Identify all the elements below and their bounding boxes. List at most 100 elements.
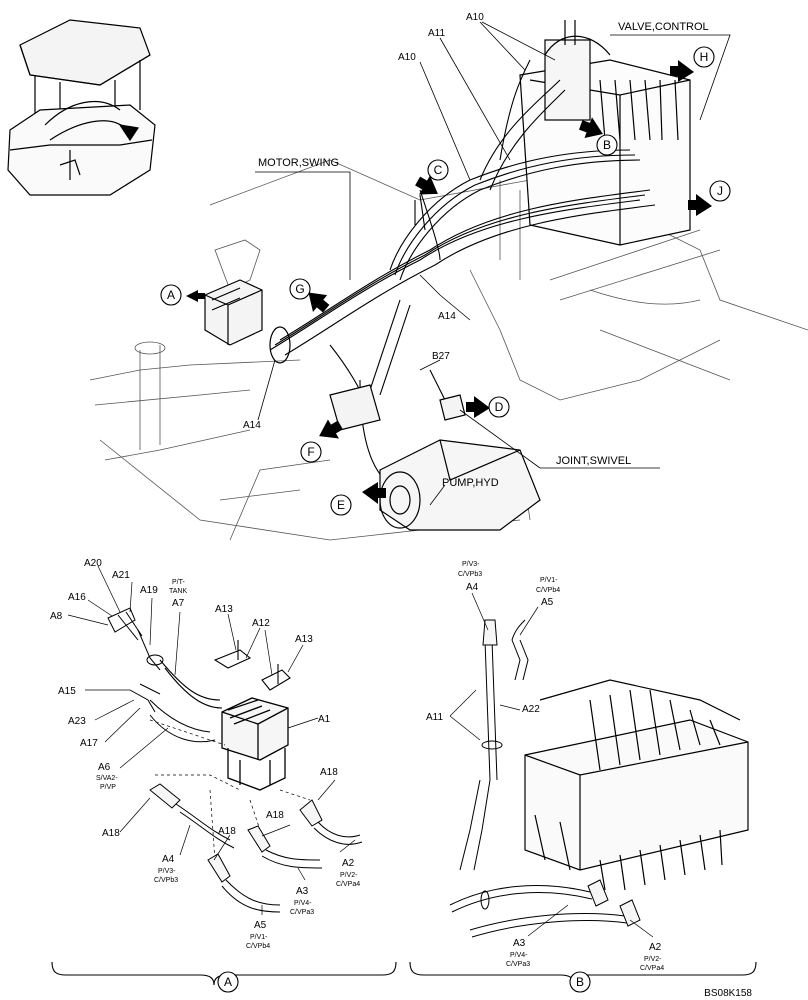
main-assembly-view (89, 20, 808, 541)
a-label-a1: A1 (318, 714, 331, 725)
a-label-a5: A5 (254, 920, 267, 931)
hose-a7 (159, 659, 221, 701)
b-label-a22: A22 (522, 704, 540, 715)
callout-letter-h: H (700, 50, 709, 64)
main-view-labels: A B C D E F G H J VALVE,CONTROL MOTOR,SW… (167, 12, 723, 512)
a-label-a7-desc-line1: P/T- (172, 579, 186, 586)
callout-letter-j: J (717, 184, 723, 198)
a-label-a2-desc-line1: P/V2- (340, 872, 358, 879)
a-label-a6-desc-line2: P/VP (100, 784, 116, 791)
hoses-a4-a5-b (459, 619, 529, 871)
fittings-a16-a21 (107, 607, 216, 743)
b-label-a2-desc-line2: C/VPa4 (640, 965, 664, 972)
a-label-a21: A21 (112, 570, 130, 581)
a-label-a20: A20 (84, 558, 102, 569)
a-label-a2: A2 (342, 858, 355, 869)
section-braces (51, 961, 757, 993)
a-label-a6-desc-line1: S/VA2- (96, 775, 118, 782)
callout-circle-c (427, 159, 449, 181)
b-label-a3-desc-line2: C/VPa3 (506, 961, 530, 968)
callout-letter-e: E (337, 498, 345, 512)
section-letter-a: A (224, 975, 232, 989)
b-label-a4-desc-line2: C/VPb3 (458, 571, 482, 578)
b-label-a5: A5 (541, 597, 554, 608)
label-valve-control: VALVE,CONTROL (618, 21, 709, 33)
a-label-a18-right: A18 (320, 767, 338, 778)
detail-a-leaders (67, 565, 356, 915)
a-label-a4: A4 (162, 854, 175, 865)
control-valve-block-b (524, 679, 749, 891)
brace-a (51, 961, 397, 986)
ref-a10-top: A10 (466, 12, 484, 23)
bracket-a13-right (261, 669, 291, 691)
bracket-a13-left (213, 649, 252, 669)
ref-a10-left: A10 (398, 52, 416, 63)
solenoid-valve-a1 (221, 697, 289, 791)
hose-bundle (269, 59, 656, 481)
callout-circle-j (709, 180, 731, 202)
section-circle-a (217, 971, 239, 993)
hoses-a3-a2-b (449, 879, 641, 938)
main-leader-lines (255, 21, 731, 506)
ref-b27: B27 (432, 351, 450, 362)
ref-a11: A11 (428, 28, 445, 39)
pump-hyd-body (329, 384, 541, 531)
b-label-a4-desc-line1: P/V3- (462, 561, 480, 568)
b-label-a5-desc-line2: C/VPb4 (536, 587, 560, 594)
diagram-id: BS08K158 (704, 988, 752, 999)
label-joint-swivel: JOINT,SWIVEL (556, 455, 631, 467)
a-label-a23: A23 (68, 716, 86, 727)
detail-b-labels: P/V3- C/VPb3 A4 P/V1- C/VPb4 A5 A11 A22 … (426, 561, 664, 972)
b-label-a3: A3 (513, 938, 526, 949)
callout-letter-g: G (295, 282, 304, 296)
label-pump-hyd: PUMP,HYD (442, 477, 499, 489)
a-label-a12: A12 (252, 618, 270, 629)
detail-a-view (67, 565, 363, 915)
ref-a14-center: A14 (438, 311, 456, 322)
a-label-a13-right: A13 (295, 634, 313, 645)
a-label-a16: A16 (68, 592, 86, 603)
callout-letter-c: C (434, 163, 443, 177)
a-label-a3: A3 (296, 886, 309, 897)
a-label-a19: A19 (140, 585, 158, 596)
a-label-a17: A17 (80, 738, 98, 749)
b-label-a2: A2 (649, 942, 662, 953)
a-label-a4-desc-line1: P/V3- (158, 868, 176, 875)
label-motor-swing: MOTOR,SWING (258, 157, 339, 169)
callout-arrows (186, 60, 712, 504)
callout-letter-b: B (603, 138, 611, 152)
b-label-a5-desc-line1: P/V1- (540, 577, 558, 584)
callout-circle-d (488, 396, 510, 418)
detail-b-leaders (449, 592, 654, 938)
a-label-a4-desc-line2: C/VPb3 (154, 877, 178, 884)
machine-locator-thumbnail (7, 19, 156, 196)
b-label-a2-desc-line1: P/V2- (644, 956, 662, 963)
callout-circles (160, 46, 731, 516)
b-label-a11: A11 (426, 712, 443, 723)
a-label-a3-desc-line2: C/VPa3 (290, 909, 314, 916)
detail-a-dashed-links (149, 719, 311, 861)
callout-circle-b (596, 134, 618, 156)
callout-letter-f: F (307, 445, 314, 459)
b-label-a4: A4 (466, 582, 479, 593)
callout-circle-e (330, 494, 352, 516)
callout-letter-a: A (167, 288, 175, 302)
solenoid-valve-a1-installed (204, 279, 291, 364)
callout-circle-a (160, 284, 182, 306)
a-label-a5-desc-line1: P/V1- (250, 934, 268, 941)
b-label-a3-desc-line1: P/V4- (510, 952, 528, 959)
detail-a-labels: A20 A21 A19 A16 A8 P/T- TANK A7 A13 A12 … (50, 558, 360, 950)
a-label-a18-mid: A18 (266, 810, 284, 821)
a18-fittings-and-hoses (149, 783, 363, 913)
callout-circle-g (289, 278, 311, 300)
callout-circle-f (300, 441, 322, 463)
ref-a14-left: A14 (243, 420, 261, 431)
section-letter-b: B (576, 975, 584, 989)
a-label-a13-left: A13 (215, 604, 233, 615)
a-label-a3-desc-line1: P/V4- (294, 900, 312, 907)
hose-a7-2 (164, 667, 223, 709)
a-label-a5-desc-line2: C/VPb4 (246, 943, 270, 950)
a-label-a7: A7 (172, 598, 185, 609)
a-label-a7-desc-line2: TANK (169, 588, 187, 595)
